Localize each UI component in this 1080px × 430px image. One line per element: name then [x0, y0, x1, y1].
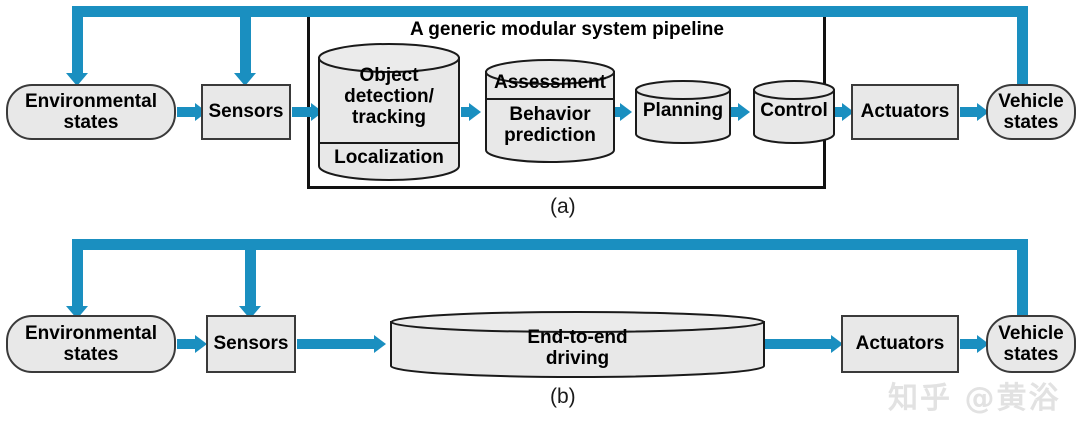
arrow-planning-to-control-a-head	[738, 103, 750, 121]
watermark: 知乎 @黄浴	[888, 381, 1061, 416]
prediction-cylinder-shape	[485, 59, 615, 163]
node-actuators-a-label: Actuators	[860, 101, 950, 123]
node-environmental-states-a-label: Environmental states	[25, 90, 157, 133]
node-vehicle-states-b[interactable]: Vehicle states	[986, 315, 1076, 373]
node-control-a[interactable]: Control	[752, 80, 836, 144]
node-vehicle-states-b-label: Vehicle states	[998, 322, 1064, 365]
node-prediction-a[interactable]: Assessment Behavior prediction	[484, 59, 616, 164]
feedback-bus-a	[72, 6, 1028, 17]
node-perception-a[interactable]: Object detection/ tracking Localization	[317, 42, 461, 182]
arrow-env-to-sensors-a-shaft	[177, 107, 196, 117]
feedback-drop-env-b	[72, 239, 83, 307]
feedback-drop-env-a	[72, 6, 83, 74]
node-sensors-b[interactable]: Sensors	[206, 315, 296, 373]
arrow-sensors-to-e2e-b-shaft	[297, 339, 375, 349]
node-environmental-states-b-label: Environmental states	[25, 322, 157, 365]
node-planning-a[interactable]: Planning	[634, 80, 732, 144]
caption-a: (a)	[550, 195, 576, 218]
node-vehicle-states-a-label: Vehicle states	[998, 90, 1064, 133]
planning-cylinder-shape	[635, 80, 731, 144]
feedback-drop-env-arrow-a	[66, 73, 88, 86]
feedback-drop-sensors-b	[245, 239, 256, 307]
node-actuators-a[interactable]: Actuators	[851, 84, 959, 140]
node-environmental-states-b[interactable]: Environmental states	[6, 315, 176, 373]
caption-b: (b)	[550, 385, 576, 408]
node-sensors-a[interactable]: Sensors	[201, 84, 291, 140]
arrow-e2e-to-actuators-b-head	[831, 335, 843, 353]
node-actuators-b[interactable]: Actuators	[841, 315, 959, 373]
arrow-actuators-to-vehicle-a-shaft	[960, 107, 978, 117]
arrow-prediction-to-planning-a-shaft	[612, 107, 621, 117]
node-sensors-a-label: Sensors	[208, 101, 284, 123]
end-to-end-cylinder-shape	[390, 311, 765, 379]
arrow-sensors-to-perception-a-shaft	[292, 107, 312, 117]
arrow-env-to-sensors-b-shaft	[177, 339, 196, 349]
node-end-to-end-driving[interactable]: End-to-end driving	[389, 311, 766, 379]
arrow-perception-to-prediction-a-head	[469, 103, 481, 121]
feedback-riser-b	[1017, 239, 1028, 325]
feedback-drop-sensors-a	[240, 6, 251, 74]
perception-cylinder-shape	[318, 43, 460, 181]
control-cylinder-shape	[753, 80, 835, 144]
arrow-env-to-sensors-b-head	[195, 335, 207, 353]
node-actuators-b-label: Actuators	[855, 333, 945, 355]
node-sensors-b-label: Sensors	[213, 333, 289, 355]
feedback-drop-sensors-arrow-a	[234, 73, 256, 86]
arrow-control-to-actuators-a-shaft	[828, 107, 843, 117]
arrow-prediction-to-planning-a-head	[620, 103, 632, 121]
modular-pipeline-title: A generic modular system pipeline	[410, 19, 724, 40]
feedback-bus-b	[72, 239, 1028, 250]
arrow-e2e-to-actuators-b-shaft	[764, 339, 832, 349]
arrow-actuators-to-vehicle-b-shaft	[960, 339, 978, 349]
arrow-sensors-to-e2e-b-head	[374, 335, 386, 353]
arrow-perception-to-prediction-a-shaft	[461, 107, 470, 117]
arrow-planning-to-control-a-shaft	[729, 107, 739, 117]
feedback-riser-a	[1017, 6, 1028, 92]
node-environmental-states-a[interactable]: Environmental states	[6, 84, 176, 140]
node-vehicle-states-a[interactable]: Vehicle states	[986, 84, 1076, 140]
